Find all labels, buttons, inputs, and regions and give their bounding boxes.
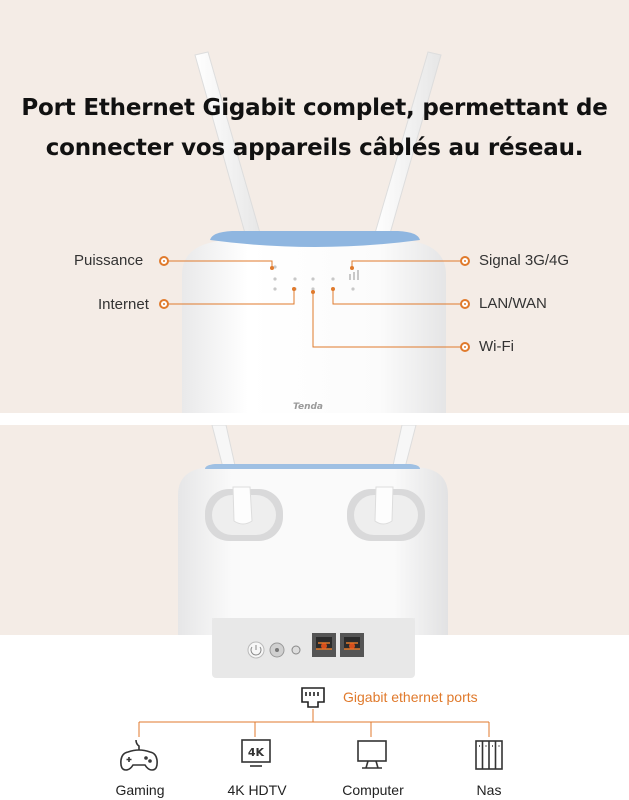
label-signal: Signal 3G/4G (479, 252, 570, 269)
headline-line-1: Port Ethernet Gigabit complet, permettan… (21, 95, 608, 121)
brand-logo: Tenda (293, 402, 324, 412)
label-power: Puissance (74, 252, 144, 269)
device-label-gaming: Gaming (115, 782, 165, 798)
router-front-illustration (165, 51, 462, 413)
front-view-panel: Port Ethernet Gigabit complet, permettan… (0, 0, 629, 413)
router-rear-illustration (178, 425, 448, 635)
label-lanwan: LAN/WAN (479, 295, 547, 312)
router-top-lid (210, 231, 420, 247)
headline-line-2: connecter vos appareils câblés au réseau… (45, 135, 584, 161)
dot-internet (159, 299, 169, 309)
dot-lanwan (460, 299, 470, 309)
label-internet: Internet (98, 296, 149, 313)
headline: Port Ethernet Gigabit complet, permettan… (0, 88, 629, 168)
dot-power (159, 256, 169, 266)
router-body (182, 240, 446, 413)
dot-wifi (460, 342, 470, 352)
device-label-nas: Nas (476, 782, 502, 798)
panel-divider (0, 413, 629, 425)
connectivity-panel (0, 635, 629, 800)
label-wifi: Wi-Fi (479, 338, 514, 355)
gigabit-ports-caption: Gigabit ethernet ports (343, 689, 478, 705)
rear-view-panel (0, 425, 629, 635)
device-label-computer: Computer (342, 782, 404, 798)
dot-signal (460, 256, 470, 266)
device-label-hdtv: 4K HDTV (227, 782, 287, 798)
callout-lines (165, 260, 462, 348)
